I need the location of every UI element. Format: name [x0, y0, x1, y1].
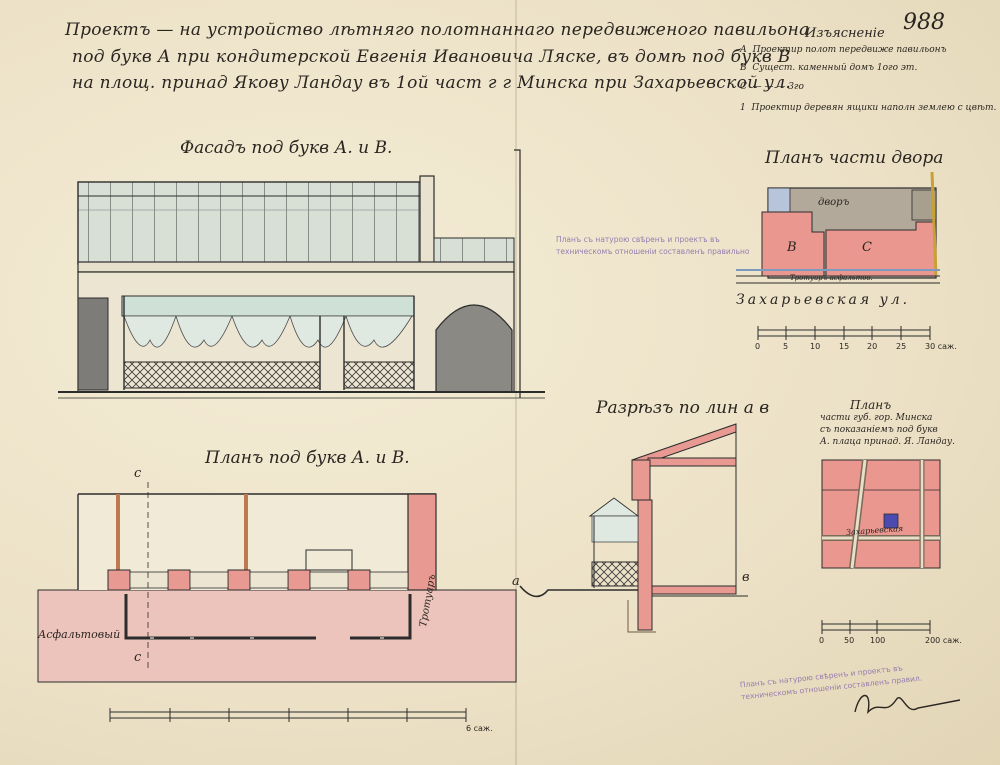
yard-scale-tick: 10 — [810, 342, 821, 351]
section-title: Разрѣзъ по лин а в — [596, 398, 770, 418]
yard-label-sidewalk: Тротуаръ асфальтов. — [790, 274, 873, 282]
yard-label-b: В — [787, 240, 797, 255]
main-plan-drawing — [37, 482, 517, 722]
legend-key: 1 — [740, 103, 746, 113]
plan-mark-top: с — [134, 466, 142, 481]
facade-title: Фасадъ под букв А. и В. — [180, 138, 393, 158]
legend-item-b: В Сущест. каменный домъ 1ого эт. — [740, 63, 917, 73]
legend-key: В — [740, 63, 747, 73]
legend-text: Сущест. каменный домъ 1ого эт. — [752, 63, 918, 73]
plan-label-asphalt: Асфальтовый — [38, 628, 121, 641]
stamp-line: Планъ съ натурою свѣренъ и проектъ въ — [556, 235, 720, 244]
sheet-number: 988 — [903, 10, 945, 35]
yard-scale-tick: 30 саж. — [925, 342, 957, 351]
legend-key: А — [740, 45, 747, 55]
legend-key: С — [740, 82, 747, 92]
yard-label: дворъ — [818, 197, 850, 208]
signature-mark — [854, 694, 961, 715]
yard-scale-tick: 15 — [839, 342, 850, 351]
yard-scale-tick: 25 — [896, 342, 907, 351]
plan-main-title: Планъ под букв А. и В. — [205, 448, 410, 468]
city-plan-drawing — [821, 459, 941, 634]
section-mark-a: а — [512, 574, 520, 589]
city-scale-tick: 0 — [819, 636, 825, 645]
city-scale-tick: 200 саж. — [925, 636, 962, 645]
approval-stamp-1: Планъ съ натурою свѣренъ и проектъ въ те… — [556, 234, 749, 258]
plan-scale-label: 6 саж. — [466, 724, 493, 733]
yard-scale-tick: 0 — [755, 342, 761, 351]
facade-drawing — [58, 149, 545, 399]
title-line-1: Проектъ — на устройство лѣтняго полотнан… — [65, 20, 810, 40]
legend-item-1: 1 Проектир деревян ящики наполн землею с… — [740, 103, 996, 113]
yard-scale-tick: 20 — [867, 342, 878, 351]
plan-mark-bottom: с — [134, 650, 142, 665]
legend-item-a: А Проектир полот передвиже павильонъ — [740, 45, 947, 55]
city-scale-tick: 100 — [870, 636, 886, 645]
legend-text: Проектир полот передвиже павильонъ — [752, 45, 947, 55]
city-plan-title-1: Планъ — [850, 398, 892, 412]
city-plan-title-3: съ показанiемъ под букв — [820, 425, 938, 435]
yard-plan-drawing — [736, 171, 940, 340]
yard-scale-tick: 5 — [783, 342, 789, 351]
section-mark-b: в — [742, 570, 750, 585]
legend-text: Проектир деревян ящики наполн землею с ц… — [751, 103, 997, 113]
sheet-fold-line — [515, 0, 517, 765]
title-line-2: под букв А при кондитерской Евгенiя Иван… — [72, 47, 791, 67]
yard-label-c: С — [862, 240, 872, 255]
legend-heading: Изъясненiе — [805, 26, 885, 41]
legend-item-c: С — — — 3го — [740, 82, 804, 92]
yard-street-name: Захарьевская ул. — [736, 292, 911, 308]
city-plan-title-2: части губ. гор. Минска — [820, 413, 933, 423]
city-plan-title-4: А. плаца принад. Я. Ландау. — [820, 437, 955, 447]
city-scale-tick: 50 — [844, 636, 855, 645]
section-drawing — [519, 423, 748, 633]
yard-plan-title: Планъ части двора — [765, 148, 944, 168]
legend-text: — — — 3го — [752, 82, 804, 92]
title-line-3: на площ. принад Якову Ландау въ 1ой част… — [72, 73, 792, 93]
stamp-line: техническомъ отношенiи составленъ правил… — [556, 247, 750, 256]
